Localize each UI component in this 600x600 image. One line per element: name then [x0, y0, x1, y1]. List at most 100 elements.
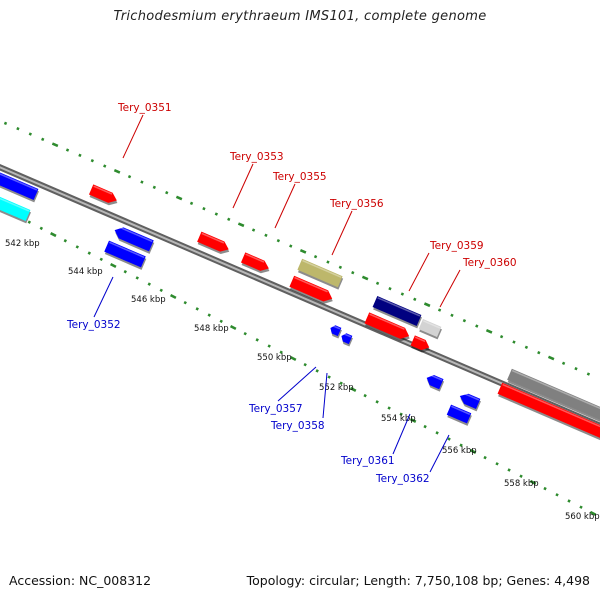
ruler-dot — [255, 338, 259, 342]
ruler-dot — [537, 350, 541, 355]
ruler-major-tick — [589, 510, 597, 516]
ruler-major-tick — [349, 386, 357, 392]
ruler-dot — [289, 244, 293, 248]
ruler-dot — [207, 313, 211, 317]
gene-label-tery-0357: Tery_0357 — [248, 403, 303, 415]
ruler-major-tick — [361, 275, 369, 281]
reverse-leader-lines — [93, 276, 450, 473]
ruler-dot — [555, 493, 559, 497]
feature-body — [507, 368, 600, 424]
ruler-dot — [400, 292, 405, 296]
ruler-dot — [219, 319, 223, 324]
ruler-dot — [315, 369, 319, 373]
ruler-major-tick — [237, 222, 245, 228]
ruler-dot — [586, 372, 591, 376]
ruler-dot — [140, 180, 144, 184]
ruler-dot — [339, 381, 343, 385]
ruler-dot — [41, 137, 45, 142]
gene-tery-0352a — [114, 225, 155, 254]
leader-line — [429, 434, 450, 473]
feature-body — [88, 184, 117, 203]
ruler-dot — [579, 505, 583, 509]
ruler-dot — [351, 271, 355, 275]
ruler-dot — [279, 350, 283, 355]
kbp-label: 544 kbp — [68, 267, 103, 277]
feature-highlight — [369, 313, 405, 330]
ruler-dot — [195, 307, 199, 311]
feature-body — [0, 190, 31, 222]
feature-highlight — [0, 192, 30, 212]
kbp-label: 554 kbp — [381, 414, 416, 424]
ruler-dot — [437, 308, 442, 312]
ruler-major-tick — [469, 448, 477, 454]
gene-label-tery-0351: Tery_0351 — [117, 102, 172, 114]
ruler-dot — [524, 345, 529, 350]
ruler-dot — [447, 437, 451, 441]
gene-label-tery-0355: Tery_0355 — [272, 171, 327, 183]
feature-body — [426, 374, 444, 390]
leader-line — [331, 210, 353, 256]
feature-highlight — [201, 232, 225, 244]
ruler-dot — [264, 233, 268, 238]
gene-tery-0353 — [197, 231, 230, 255]
gene-label-tery-0358: Tery_0358 — [270, 420, 325, 432]
leader-line — [232, 163, 254, 209]
ruler-tracks — [3, 121, 597, 516]
feature-body — [341, 333, 353, 345]
feature-body — [0, 169, 39, 201]
feature-highlight — [511, 369, 600, 414]
ruler-dot — [135, 276, 139, 280]
gene-tery-0359b — [364, 312, 410, 342]
ruler-dot — [435, 431, 439, 435]
ruler-dot — [574, 366, 578, 371]
ruler-dot — [519, 474, 523, 478]
feature-body — [330, 325, 342, 337]
ruler-dot — [267, 344, 271, 348]
ruler-dot — [399, 412, 403, 416]
ruler-dot — [90, 159, 94, 163]
ruler-major-tick — [175, 195, 183, 201]
ruler-dot — [214, 212, 219, 216]
ruler-dot — [326, 260, 330, 264]
genome-summary-text: Topology: circular; Length: 7,750,108 bp… — [246, 573, 590, 588]
ruler-dot — [388, 287, 392, 291]
kbp-labels: 542 kbp 544 kbp 546 kbp 548 kbp 550 kbp … — [5, 239, 600, 522]
ruler-dot — [28, 132, 32, 136]
ruler-major-tick — [299, 248, 307, 254]
ruler-dot — [499, 334, 504, 339]
gene-label-tery-0360: Tery_0360 — [462, 257, 517, 269]
leader-line — [93, 276, 114, 318]
ruler-dot — [543, 486, 547, 491]
kbp-label: 546 kbp — [131, 295, 166, 305]
gene-tery-0360 — [418, 318, 442, 340]
ruler-major-tick — [289, 355, 297, 362]
feature-highlight — [93, 185, 113, 195]
feature-highlight — [343, 332, 352, 338]
gene-features — [0, 169, 600, 444]
feature-highlight — [245, 253, 265, 263]
feature-highlight — [462, 392, 480, 401]
ruler-major-tick — [423, 302, 431, 308]
leader-line — [439, 269, 461, 308]
feature-highlight — [0, 171, 38, 191]
ruler-dot — [189, 201, 194, 206]
ruler-major-tick — [110, 262, 117, 269]
feature-body — [410, 335, 430, 351]
feature-body — [297, 258, 343, 288]
kbp-label: 548 kbp — [194, 324, 229, 334]
leader-line — [322, 372, 328, 419]
kbp-label: 560 kbp — [565, 512, 600, 522]
feature-body — [114, 227, 154, 252]
ruler-dot — [512, 340, 516, 344]
feature-highlight — [294, 276, 328, 293]
feature-highlight — [332, 324, 341, 330]
ruler-dot — [39, 226, 44, 231]
ruler-major-tick — [50, 232, 57, 238]
gene-label-tery-0362: Tery_0362 — [375, 473, 430, 485]
feature-body — [372, 295, 422, 327]
ruler-dot — [227, 217, 231, 222]
feature-body — [459, 393, 481, 410]
gene-tery-0356 — [297, 258, 344, 290]
ruler-major-tick — [229, 324, 237, 331]
forward-leader-lines — [122, 114, 461, 308]
